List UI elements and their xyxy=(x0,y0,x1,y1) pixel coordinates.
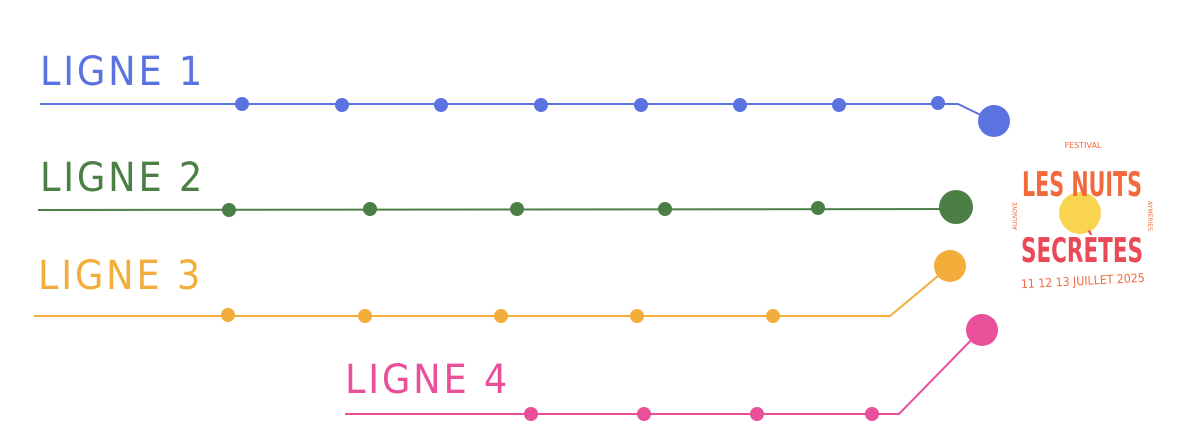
ligne-4-label: LIGNE 4 xyxy=(345,357,511,403)
ligne-2-stop xyxy=(363,202,377,216)
ligne-1-stop xyxy=(931,96,945,110)
ligne-2-label: LIGNE 2 xyxy=(40,155,206,201)
ligne-3-stop xyxy=(766,309,780,323)
ligne-1-stop xyxy=(335,98,349,112)
logo-right-side-text: AYMERIES xyxy=(1146,201,1153,231)
ligne-1-stop xyxy=(733,98,747,112)
ligne-3-stop xyxy=(221,308,235,322)
ligne-1-terminus xyxy=(978,105,1010,137)
ligne-2-terminus xyxy=(939,190,973,224)
ligne-1 xyxy=(40,96,1010,137)
logo-title-line-2: SECRÈTES xyxy=(1021,230,1143,271)
ligne-4 xyxy=(345,314,998,421)
ligne-3 xyxy=(34,250,966,323)
ligne-3-label: LIGNE 3 xyxy=(38,253,204,299)
ligne-1-label: LIGNE 1 xyxy=(40,49,206,95)
ligne-4-stop xyxy=(637,407,651,421)
ligne-2-stop xyxy=(510,202,524,216)
ligne-1-stop xyxy=(534,98,548,112)
ligne-4-stop xyxy=(750,407,764,421)
ligne-2-stop xyxy=(222,203,236,217)
ligne-1-track xyxy=(40,103,994,122)
ligne-1-stop xyxy=(634,98,648,112)
ligne-1-stop xyxy=(832,98,846,112)
logo-title-line-1: LES NUITS xyxy=(1022,165,1142,205)
logo-left-side-text: AULNOYE xyxy=(1012,202,1019,230)
logo-top-text: FESTIVAL xyxy=(1065,141,1102,150)
ligne-2-track xyxy=(37,208,957,211)
ligne-3-stop xyxy=(358,309,372,323)
ligne-3-stop xyxy=(630,309,644,323)
ligne-3-terminus xyxy=(934,250,966,282)
ligne-2 xyxy=(37,190,973,224)
ligne-1-stop xyxy=(235,97,249,111)
ligne-1-stop xyxy=(434,98,448,112)
ligne-3-stop xyxy=(494,309,508,323)
festival-logo: FESTIVAL LES NUITS SECRÈTES AULNOYE AYME… xyxy=(1012,141,1153,291)
ligne-3-track xyxy=(34,265,951,317)
ligne-4-terminus xyxy=(966,314,998,346)
logo-dates: 11 12 13 JUILLET 2025 xyxy=(1021,271,1146,291)
ligne-4-stop xyxy=(524,407,538,421)
ligne-2-stop xyxy=(811,201,825,215)
sun-icon xyxy=(1059,192,1101,234)
ligne-4-stop xyxy=(865,407,879,421)
ligne-2-stop xyxy=(658,202,672,216)
